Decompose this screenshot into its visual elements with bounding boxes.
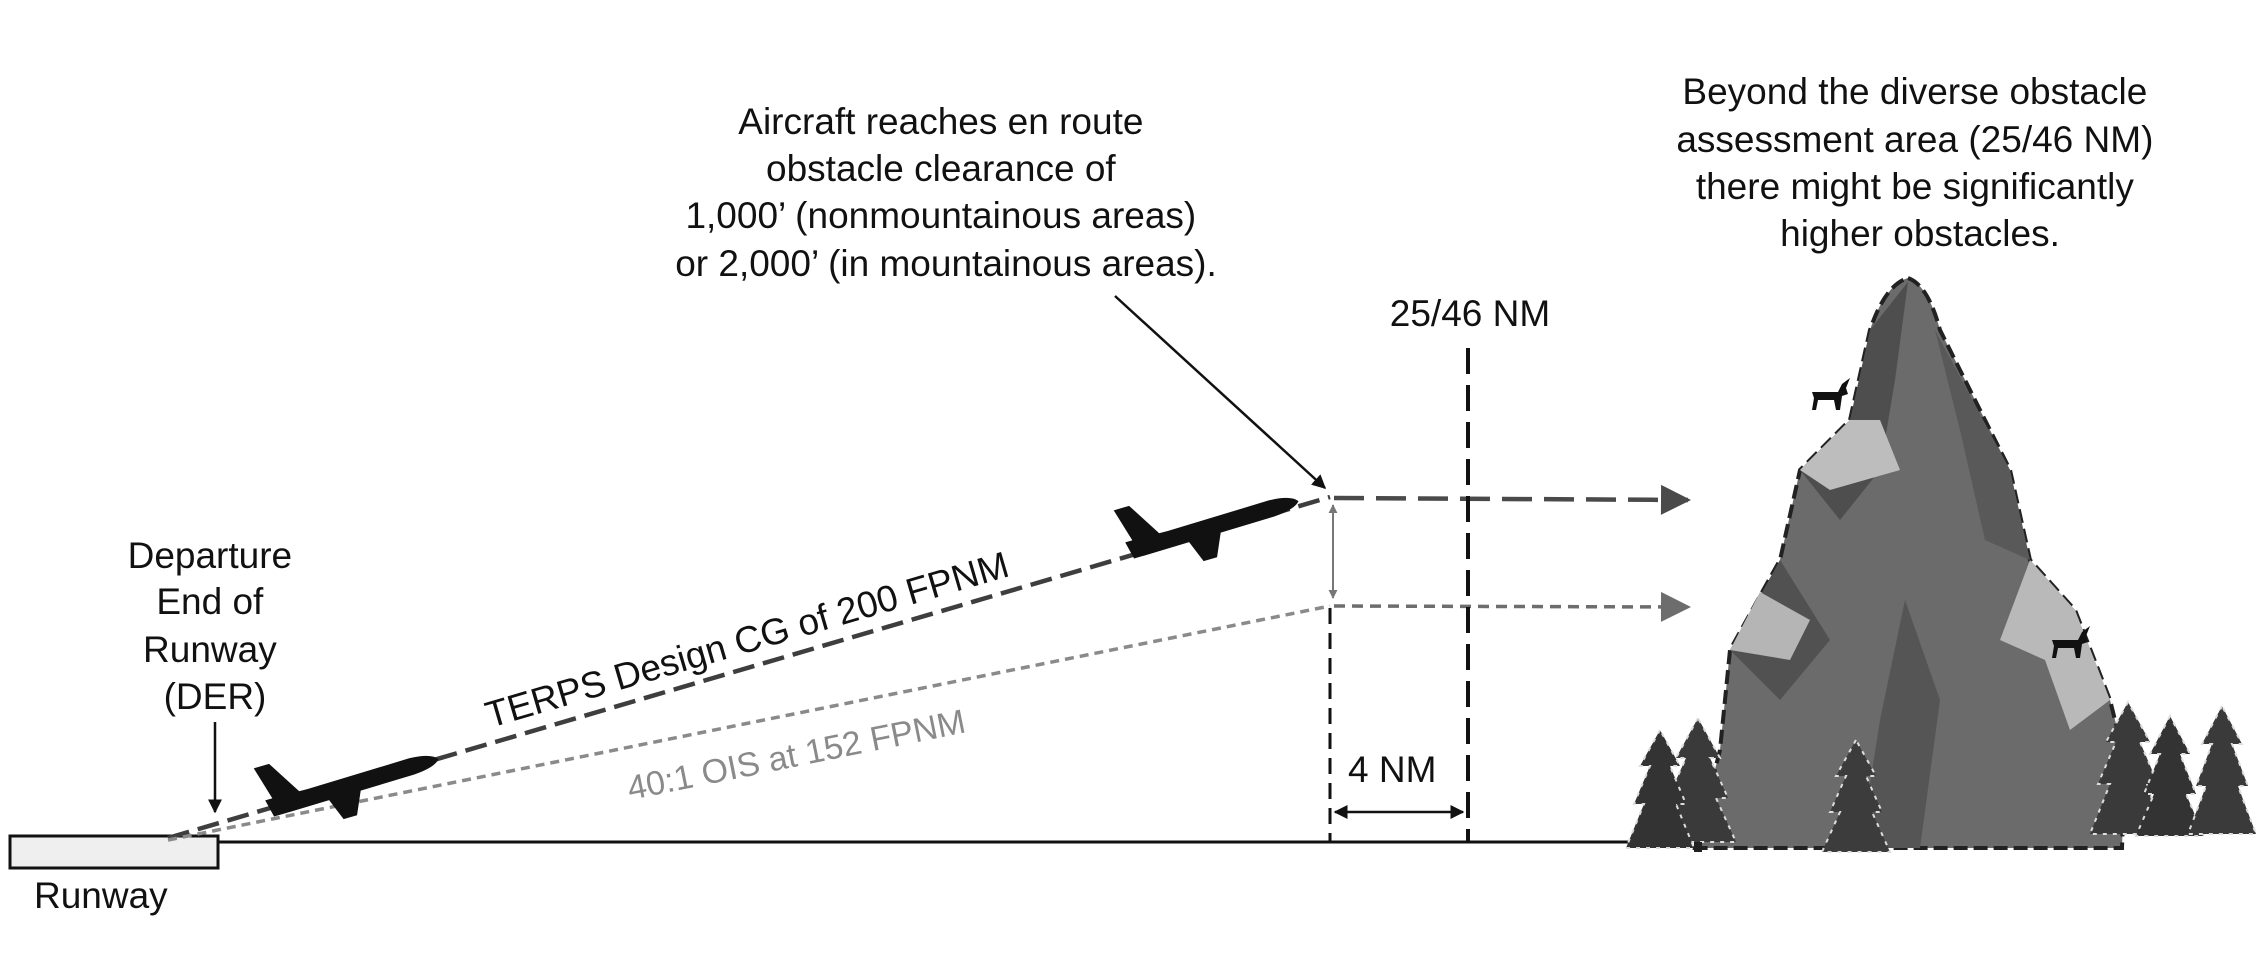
airplane-icon [1113, 497, 1299, 562]
aircraft-clearance-note: Aircraft reaches en route obstacle clear… [675, 101, 1217, 284]
mountain-icon [1692, 275, 2128, 850]
pine-tree-icon [1820, 737, 1892, 853]
pine-tree-icon [2134, 713, 2206, 837]
pine-tree-icon [2186, 703, 2258, 835]
pine-tree-icon [2088, 699, 2168, 835]
pine-tree-icon [1658, 715, 1738, 852]
distance-label: 4 NM [1348, 749, 1436, 790]
pine-tree-icon [1624, 727, 1696, 849]
runway [8, 834, 220, 870]
runway-label: Runway [34, 875, 168, 916]
airplane-icon [253, 755, 439, 820]
goat-icon [1812, 378, 1850, 410]
goat-icon [2052, 626, 2090, 658]
terps-continuation-arrow [1333, 484, 1691, 515]
beyond-area-note: Beyond the diverse obstacle assessment a… [1676, 71, 2163, 254]
ois-line [167, 604, 1331, 842]
aircraft-note-pointer [1114, 295, 1327, 489]
terps-line-label: TERPS Design CG of 200 FPNM [481, 544, 1014, 736]
ois-continuation-arrow [1333, 591, 1691, 622]
der-label: Departure End of Runway (DER) [128, 535, 303, 717]
boundary-label: 25/46 NM [1390, 293, 1550, 334]
ois-line-label: 40:1 OIS at 152 FPNM [624, 703, 969, 808]
